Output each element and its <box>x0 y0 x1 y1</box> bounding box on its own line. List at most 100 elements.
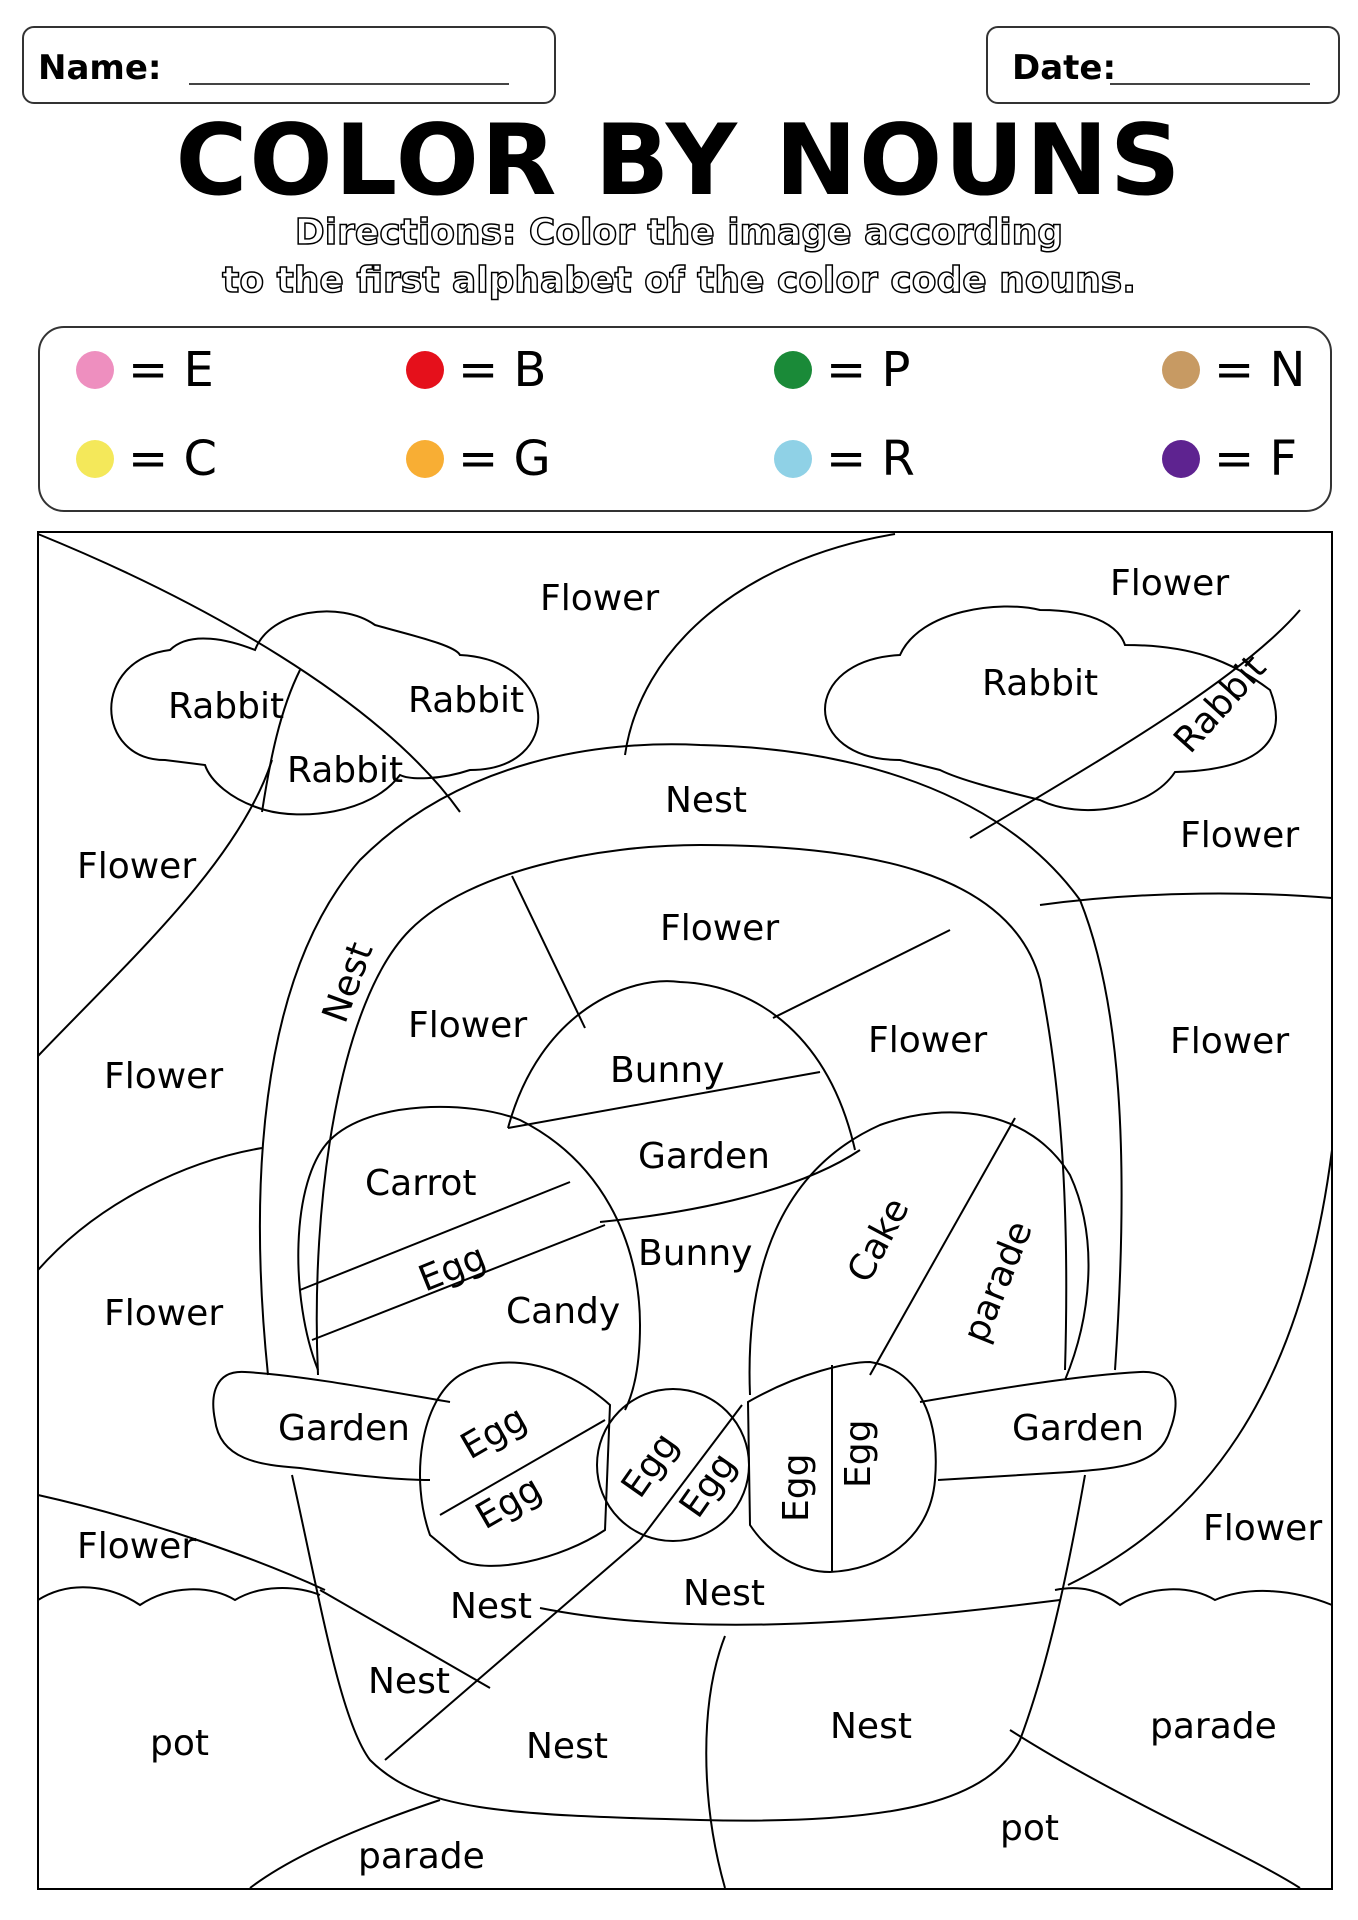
bg-line-left <box>37 759 273 1057</box>
word-nest-low-2: Nest <box>683 1573 765 1614</box>
word-rabbit-left-2: Rabbit <box>408 680 524 721</box>
right-egg <box>748 1111 1090 1396</box>
key-letter-f: = F <box>1214 431 1298 487</box>
bow-loop-left <box>419 1361 612 1567</box>
directions-line-1: Directions: Color the image according <box>294 211 1064 254</box>
key-item-p: = P <box>774 342 910 398</box>
word-carrot: Carrot <box>365 1163 477 1204</box>
left-egg-stripe-top <box>299 1181 571 1291</box>
key-letter-e: = E <box>128 342 214 398</box>
word-egg-left-stripe: Egg <box>413 1237 492 1301</box>
pink-dot <box>76 351 114 389</box>
word-flower-inner-top: Flower <box>660 908 779 949</box>
word-nest-low-5: Nest <box>830 1706 912 1747</box>
bow-knot-divider <box>639 1404 743 1541</box>
word-parade-egg: parade <box>955 1215 1041 1348</box>
bunny-dome <box>507 980 856 1151</box>
basket-handle-inner <box>315 843 1068 1376</box>
basket-rim <box>539 1599 1061 1626</box>
inner-line-2 <box>772 929 951 1019</box>
date-label: Date: <box>1012 48 1117 88</box>
yellow-dot <box>76 440 114 478</box>
green-dot <box>774 351 812 389</box>
word-egg-bow-6: Egg <box>838 1420 879 1488</box>
basket-body <box>291 1474 1086 1822</box>
key-letter-c: = C <box>128 431 217 487</box>
bg-wave-left <box>37 1586 321 1607</box>
picture-frame <box>37 531 1333 1890</box>
word-egg-bow-2: Egg <box>469 1468 549 1538</box>
red-dot <box>406 351 444 389</box>
word-pot-left: pot <box>150 1723 209 1764</box>
word-flower-left-4: Flower <box>77 1526 196 1567</box>
left-egg <box>297 1105 642 1411</box>
word-parade-right: parade <box>1150 1706 1277 1747</box>
key-item-n: = N <box>1162 342 1305 398</box>
word-cake: Cake <box>840 1191 918 1289</box>
brown-dot <box>1162 351 1200 389</box>
word-flower-right-2: Flower <box>1170 1021 1289 1062</box>
word-flower-left-2: Flower <box>104 1056 223 1097</box>
key-item-g: = G <box>406 431 551 487</box>
left-egg-stripe-bottom <box>311 1224 606 1341</box>
name-line <box>189 83 509 85</box>
bg-line-bottom-3 <box>1009 1729 1301 1889</box>
word-nest-low-1: Nest <box>450 1586 532 1627</box>
word-egg-bow-4: Egg <box>672 1446 745 1526</box>
right-egg-divider <box>869 1117 1016 1376</box>
orange-dot <box>406 440 444 478</box>
word-nest-handle-top: Nest <box>665 780 747 821</box>
word-flower-inner-right: Flower <box>868 1020 987 1061</box>
key-item-e: = E <box>76 342 214 398</box>
word-bunny-top: Bunny <box>610 1050 724 1091</box>
bg-line-bottom-left <box>37 1494 326 1591</box>
cloud-left <box>110 610 540 816</box>
garden-mid-lower <box>599 1149 861 1223</box>
bow-knot <box>596 1388 750 1542</box>
word-rabbit-right-2: Rabbit <box>1166 647 1274 761</box>
word-garden-mid: Garden <box>638 1136 770 1177</box>
word-nest-low-4: Nest <box>526 1726 608 1767</box>
inner-line-1 <box>511 875 586 1029</box>
word-pot-right: pot <box>1000 1808 1059 1849</box>
key-item-f: = F <box>1162 431 1297 487</box>
key-letter-r: = R <box>826 431 915 487</box>
word-rabbit-left-3: Rabbit <box>287 750 403 791</box>
cloud-right <box>824 605 1277 811</box>
word-flower-inner-left: Flower <box>408 1005 527 1046</box>
key-letter-b: = B <box>458 342 547 398</box>
key-letter-p: = P <box>826 342 911 398</box>
date-line <box>1110 83 1310 85</box>
word-bunny-mid: Bunny <box>638 1233 752 1274</box>
word-rabbit-right-1: Rabbit <box>982 663 1098 704</box>
bunny-dome-base <box>507 1071 821 1129</box>
bg-line-left-2 <box>37 1147 263 1271</box>
bg-line-bottom <box>249 1799 441 1889</box>
basket-line-2 <box>384 1539 641 1761</box>
color-key-box: = E = B = P = N = C = G = R = F <box>38 326 1332 512</box>
purple-dot <box>1162 440 1200 478</box>
bg-wave-right <box>1054 1587 1333 1607</box>
bg-arc-top <box>624 533 896 756</box>
bg-line-bottom-2 <box>705 1635 726 1889</box>
word-egg-bow-5: Egg <box>776 1454 817 1522</box>
basket-line-1 <box>319 1589 491 1689</box>
bow-loop-left-divider <box>439 1419 606 1516</box>
word-rabbit-left-1: Rabbit <box>168 686 284 727</box>
name-box: Name: <box>22 26 556 104</box>
bow-loop-right <box>746 1360 937 1574</box>
bg-line-right <box>969 609 1301 839</box>
word-flower-right-3: Flower <box>1203 1508 1322 1549</box>
name-label: Name: <box>38 48 162 88</box>
word-egg-bow-1: Egg <box>454 1398 534 1468</box>
basket-handle-outer <box>259 743 1123 1376</box>
key-item-r: = R <box>774 431 915 487</box>
page-title: COLOR BY NOUNS <box>175 104 1183 218</box>
key-letter-n: = N <box>1214 342 1306 398</box>
word-candy: Candy <box>506 1291 620 1332</box>
word-flower-top-right: Flower <box>1110 563 1229 604</box>
directions-line-2: to the first alphabet of the color code … <box>221 259 1136 302</box>
word-nest-handle-left: Nest <box>315 937 382 1028</box>
word-flower-left-1: Flower <box>77 846 196 887</box>
